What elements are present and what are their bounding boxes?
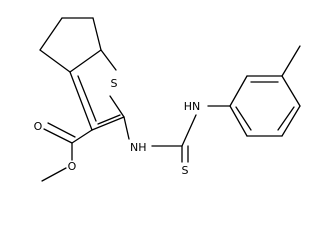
- bond: [229, 75, 248, 107]
- bond: [123, 116, 130, 140]
- bond: [77, 75, 97, 122]
- bond: [181, 114, 197, 147]
- bond: [281, 75, 301, 107]
- amide-nitrogen-label: NH: [130, 141, 147, 154]
- bond: [281, 45, 301, 77]
- molecule-diagram: S NH HN S O O: [34, 17, 301, 182]
- bond: [91, 116, 125, 131]
- bond: [109, 95, 125, 118]
- bonds: [39, 17, 301, 182]
- bond: [92, 17, 102, 51]
- bond: [41, 167, 67, 182]
- ring-sulfur-label: S: [111, 77, 118, 90]
- bond: [277, 106, 295, 131]
- thione-sulfur-label: S: [182, 164, 189, 177]
- bond: [281, 105, 301, 137]
- bond: [235, 106, 252, 131]
- bond: [69, 49, 102, 73]
- bond: [43, 128, 73, 144]
- carbonyl-oxygen-label: O: [34, 120, 43, 133]
- bond: [69, 71, 93, 131]
- bond: [71, 129, 93, 144]
- bond: [39, 49, 71, 73]
- bond: [97, 114, 121, 125]
- bond: [47, 122, 76, 138]
- thioamide-nitrogen-label: HN: [184, 100, 201, 113]
- bond: [229, 105, 248, 137]
- ester-oxygen-label: O: [68, 160, 77, 173]
- atom-labels: S NH HN S O O: [34, 77, 201, 177]
- bond: [39, 17, 63, 51]
- bond: [100, 49, 117, 71]
